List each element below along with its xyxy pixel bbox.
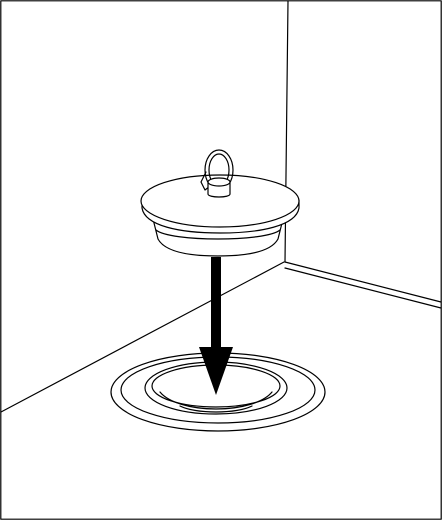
drain-bottom: [179, 405, 253, 413]
plug-knob-top: [207, 177, 231, 187]
plug-cap-top: [140, 174, 300, 228]
baseboard-left: [0, 261, 285, 413]
baseboard-right-top: [284, 261, 442, 303]
baseboard-right-bottom: [284, 267, 442, 309]
drain-plug-icon: [140, 149, 300, 257]
plug-body-ring: [155, 229, 281, 240]
arrow-head: [199, 347, 233, 395]
drain-pipe-inner-wall: [159, 391, 273, 410]
down-arrow-icon: [199, 257, 233, 395]
arrow-shaft: [211, 257, 221, 350]
